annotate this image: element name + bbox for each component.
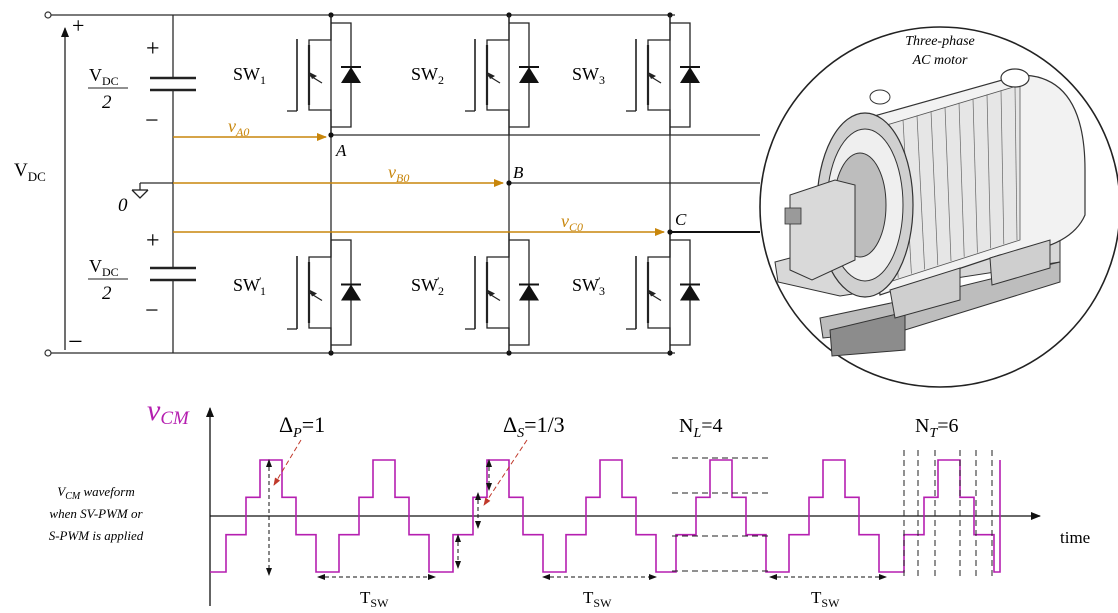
waveform-note-line3: S-PWM is applied bbox=[49, 528, 144, 543]
half-vdc-top-den: 2 bbox=[102, 92, 112, 113]
cap1-minus: − bbox=[145, 108, 159, 134]
switch-bottom-2 bbox=[465, 232, 539, 353]
node-b-label: B bbox=[513, 163, 524, 182]
cap1-plus: + bbox=[146, 36, 160, 62]
tsw-label-2: TSW bbox=[583, 588, 612, 610]
n-l-label: NL=4 bbox=[679, 415, 723, 441]
neutral-point: 0 bbox=[118, 182, 173, 216]
vB0-label: vB0 bbox=[388, 162, 409, 185]
switch-bottom-3 bbox=[626, 232, 700, 353]
vdc-minus-sign: − bbox=[68, 327, 83, 356]
delta-p-label: ΔP=1 bbox=[279, 412, 325, 441]
switch-bottom-1 bbox=[287, 232, 361, 353]
switch-top-2 bbox=[465, 15, 539, 135]
neutral-label: 0 bbox=[118, 195, 128, 216]
switch-bottom-label-2: SW2′ bbox=[411, 274, 444, 298]
motor-illustration: Three-phase AC motor bbox=[759, 26, 1118, 388]
tsw-label-1: TSW bbox=[360, 588, 389, 610]
phase-voltage-arrows: vA0 vB0 vC0 bbox=[173, 116, 665, 236]
switch-top-label-1: SW1 bbox=[233, 64, 266, 87]
time-axis-label: time bbox=[1060, 528, 1090, 547]
cap2-minus: − bbox=[145, 298, 159, 324]
cm-waveform-panel: vCM time VCM waveform when SV-PWM or S-P… bbox=[49, 394, 1091, 610]
phase-output-lines: A B C bbox=[328, 132, 760, 235]
dc-source: + − VDC bbox=[14, 11, 675, 357]
tsw-label-3: TSW bbox=[811, 588, 840, 610]
node-a-label: A bbox=[335, 141, 347, 160]
vdc-plus-sign: + bbox=[72, 13, 84, 38]
half-vdc-bottom-den: 2 bbox=[102, 283, 112, 304]
dc-link-capacitors: + − + − VDC 2 VDC 2 bbox=[88, 15, 196, 353]
switch-top-3 bbox=[626, 15, 700, 135]
vC0-label: vC0 bbox=[561, 211, 583, 234]
vcm-axis-label: vCM bbox=[147, 394, 190, 429]
switch-top-1 bbox=[287, 15, 361, 135]
motor-caption-line2: AC motor bbox=[912, 53, 968, 68]
half-vdc-bottom-num: VDC bbox=[89, 256, 119, 279]
node-c-label: C bbox=[675, 210, 687, 229]
half-vdc-top-num: VDC bbox=[89, 65, 119, 88]
switch-bottom-label-1: SW1′ bbox=[233, 274, 266, 298]
motor-caption-line1: Three-phase bbox=[905, 34, 974, 49]
vA0-label: vA0 bbox=[228, 116, 249, 139]
cap2-plus: + bbox=[146, 228, 160, 254]
switch-top-label-2: SW2 bbox=[411, 64, 444, 87]
switch-top-label-3: SW3 bbox=[572, 64, 605, 87]
vcm-waveform bbox=[210, 459, 1001, 573]
n-t-label: NT=6 bbox=[915, 415, 959, 441]
waveform-note-line1: VCM waveform bbox=[57, 484, 134, 502]
switch-bottom-label-3: SW3′ bbox=[572, 274, 605, 298]
vdc-label: VDC bbox=[14, 160, 46, 184]
delta-s-label: ΔS=1/3 bbox=[503, 412, 565, 441]
waveform-note-line2: when SV-PWM or bbox=[49, 506, 143, 521]
